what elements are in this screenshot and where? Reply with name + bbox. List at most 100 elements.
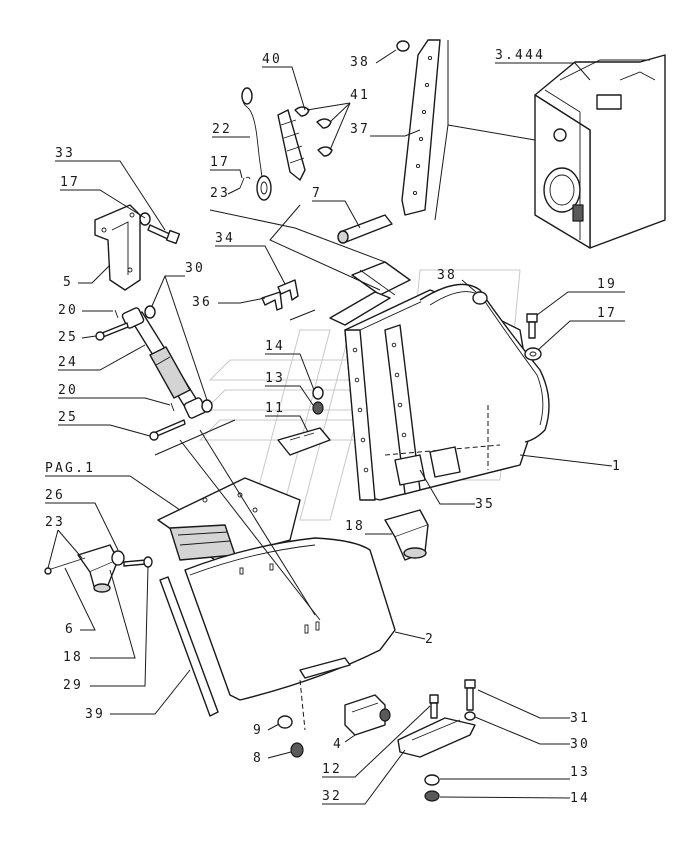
callout-34: 34 xyxy=(215,231,286,285)
callout-30-upper: 30 xyxy=(151,261,208,401)
part-30-washer-lower xyxy=(464,711,476,721)
part-39-rod xyxy=(159,576,219,717)
label-7: 7 xyxy=(312,186,322,201)
callout-39: 39 xyxy=(85,669,191,722)
label-18-left: 18 xyxy=(63,650,83,665)
part-32-mount-block xyxy=(397,717,476,758)
callout-31: 31 xyxy=(477,689,590,726)
label-3444: 3.444 xyxy=(495,48,545,63)
callout-41: 41 xyxy=(306,88,370,151)
label-35: 35 xyxy=(475,497,495,512)
part-41-clips xyxy=(294,106,333,157)
callout-17-right: 17 xyxy=(537,306,625,351)
callout-25-upper: 25 xyxy=(58,330,97,345)
part-2-cover-panel xyxy=(184,537,396,701)
label-24: 24 xyxy=(58,355,78,370)
label-38-mid: 38 xyxy=(437,268,457,283)
part-25-bolts xyxy=(95,322,186,441)
callout-1: 1 xyxy=(519,454,622,474)
callout-17-upper: 17 xyxy=(210,155,243,179)
label-17-upper: 17 xyxy=(210,155,230,170)
part-24-gas-strut xyxy=(121,307,207,419)
part-20-clips xyxy=(114,309,175,412)
label-12: 12 xyxy=(322,762,342,777)
label-9: 9 xyxy=(253,723,263,738)
callout-22: 22 xyxy=(212,122,250,138)
label-30-lower: 30 xyxy=(570,737,590,752)
label-33: 33 xyxy=(55,146,75,161)
callout-12: 12 xyxy=(322,705,431,778)
callout-38-mid: 38 xyxy=(437,268,477,293)
label-20-upper: 20 xyxy=(58,303,78,318)
part-17-washer-right xyxy=(524,347,542,361)
label-41: 41 xyxy=(350,88,370,103)
callout-36: 36 xyxy=(192,295,266,310)
label-31: 31 xyxy=(570,711,590,726)
label-29: 29 xyxy=(63,678,83,693)
callout-29: 29 xyxy=(63,566,149,693)
label-19: 19 xyxy=(597,277,617,292)
label-6: 6 xyxy=(65,622,75,637)
part-13-14-washers-lower xyxy=(424,774,440,802)
label-30-upper: 30 xyxy=(185,261,205,276)
part-4-latch xyxy=(344,694,391,736)
part-22-cable-lanyard xyxy=(241,87,272,201)
label-20-lower: 20 xyxy=(58,383,78,398)
part-38-nut-mid xyxy=(472,291,488,305)
callout-30-lower: 30 xyxy=(474,716,590,752)
label-37: 37 xyxy=(350,122,370,137)
part-38-bolt-top xyxy=(396,40,410,52)
callout-26: 26 xyxy=(45,488,119,551)
callout-3444: 3.444 xyxy=(495,48,591,81)
callout-23-left: 23 xyxy=(45,515,83,569)
label-32: 32 xyxy=(322,789,342,804)
part-19-bolt xyxy=(526,313,538,339)
part-26-washer xyxy=(111,550,125,566)
label-22: 22 xyxy=(212,122,232,137)
callout-2: 2 xyxy=(394,631,435,647)
label-23-left: 23 xyxy=(45,515,65,530)
callout-25-lower: 25 xyxy=(58,410,151,437)
label-23-upper: 23 xyxy=(210,186,230,201)
label-34: 34 xyxy=(215,231,235,246)
label-8: 8 xyxy=(253,751,263,766)
label-14-mid: 14 xyxy=(265,339,285,354)
label-5: 5 xyxy=(63,275,73,290)
part-5-bracket xyxy=(94,204,141,291)
label-pag1: PAG.1 xyxy=(45,461,95,476)
callout-6: 6 xyxy=(64,567,96,637)
part-35-mount xyxy=(384,444,501,486)
part-11-bracket xyxy=(277,427,331,456)
label-40: 40 xyxy=(262,52,282,67)
part-18-foot-bracket xyxy=(384,509,429,561)
label-4: 4 xyxy=(333,737,343,752)
callout-5: 5 xyxy=(63,264,111,290)
callout-pag1: PAG.1 xyxy=(45,461,181,511)
label-26: 26 xyxy=(45,488,65,503)
label-13-mid: 13 xyxy=(265,371,285,386)
callout-14-lower: 14 xyxy=(439,791,590,806)
callout-33: 33 xyxy=(55,146,166,231)
part-40-strap xyxy=(277,109,306,181)
assembly-lines xyxy=(154,40,536,731)
callout-24: 24 xyxy=(58,344,146,371)
label-11: 11 xyxy=(265,401,285,416)
callout-18-right: 18 xyxy=(345,519,392,535)
callout-35: 35 xyxy=(419,469,495,512)
callout-20-upper: 20 xyxy=(58,303,113,318)
part-14-13-washers-mid xyxy=(312,386,324,415)
part-23-pin-top xyxy=(239,176,251,189)
label-17-right: 17 xyxy=(597,306,617,321)
callout-9: 9 xyxy=(253,723,280,738)
label-2: 2 xyxy=(425,632,435,647)
label-14-lower: 14 xyxy=(570,791,590,806)
part-29-bolt xyxy=(123,556,153,568)
label-1: 1 xyxy=(612,459,622,474)
callout-11: 11 xyxy=(265,401,309,433)
callout-37: 37 xyxy=(350,122,421,137)
callout-14-mid: 14 xyxy=(265,339,315,391)
callout-18-left: 18 xyxy=(63,569,136,665)
callout-20-lower: 20 xyxy=(58,383,171,406)
label-39: 39 xyxy=(85,707,105,722)
